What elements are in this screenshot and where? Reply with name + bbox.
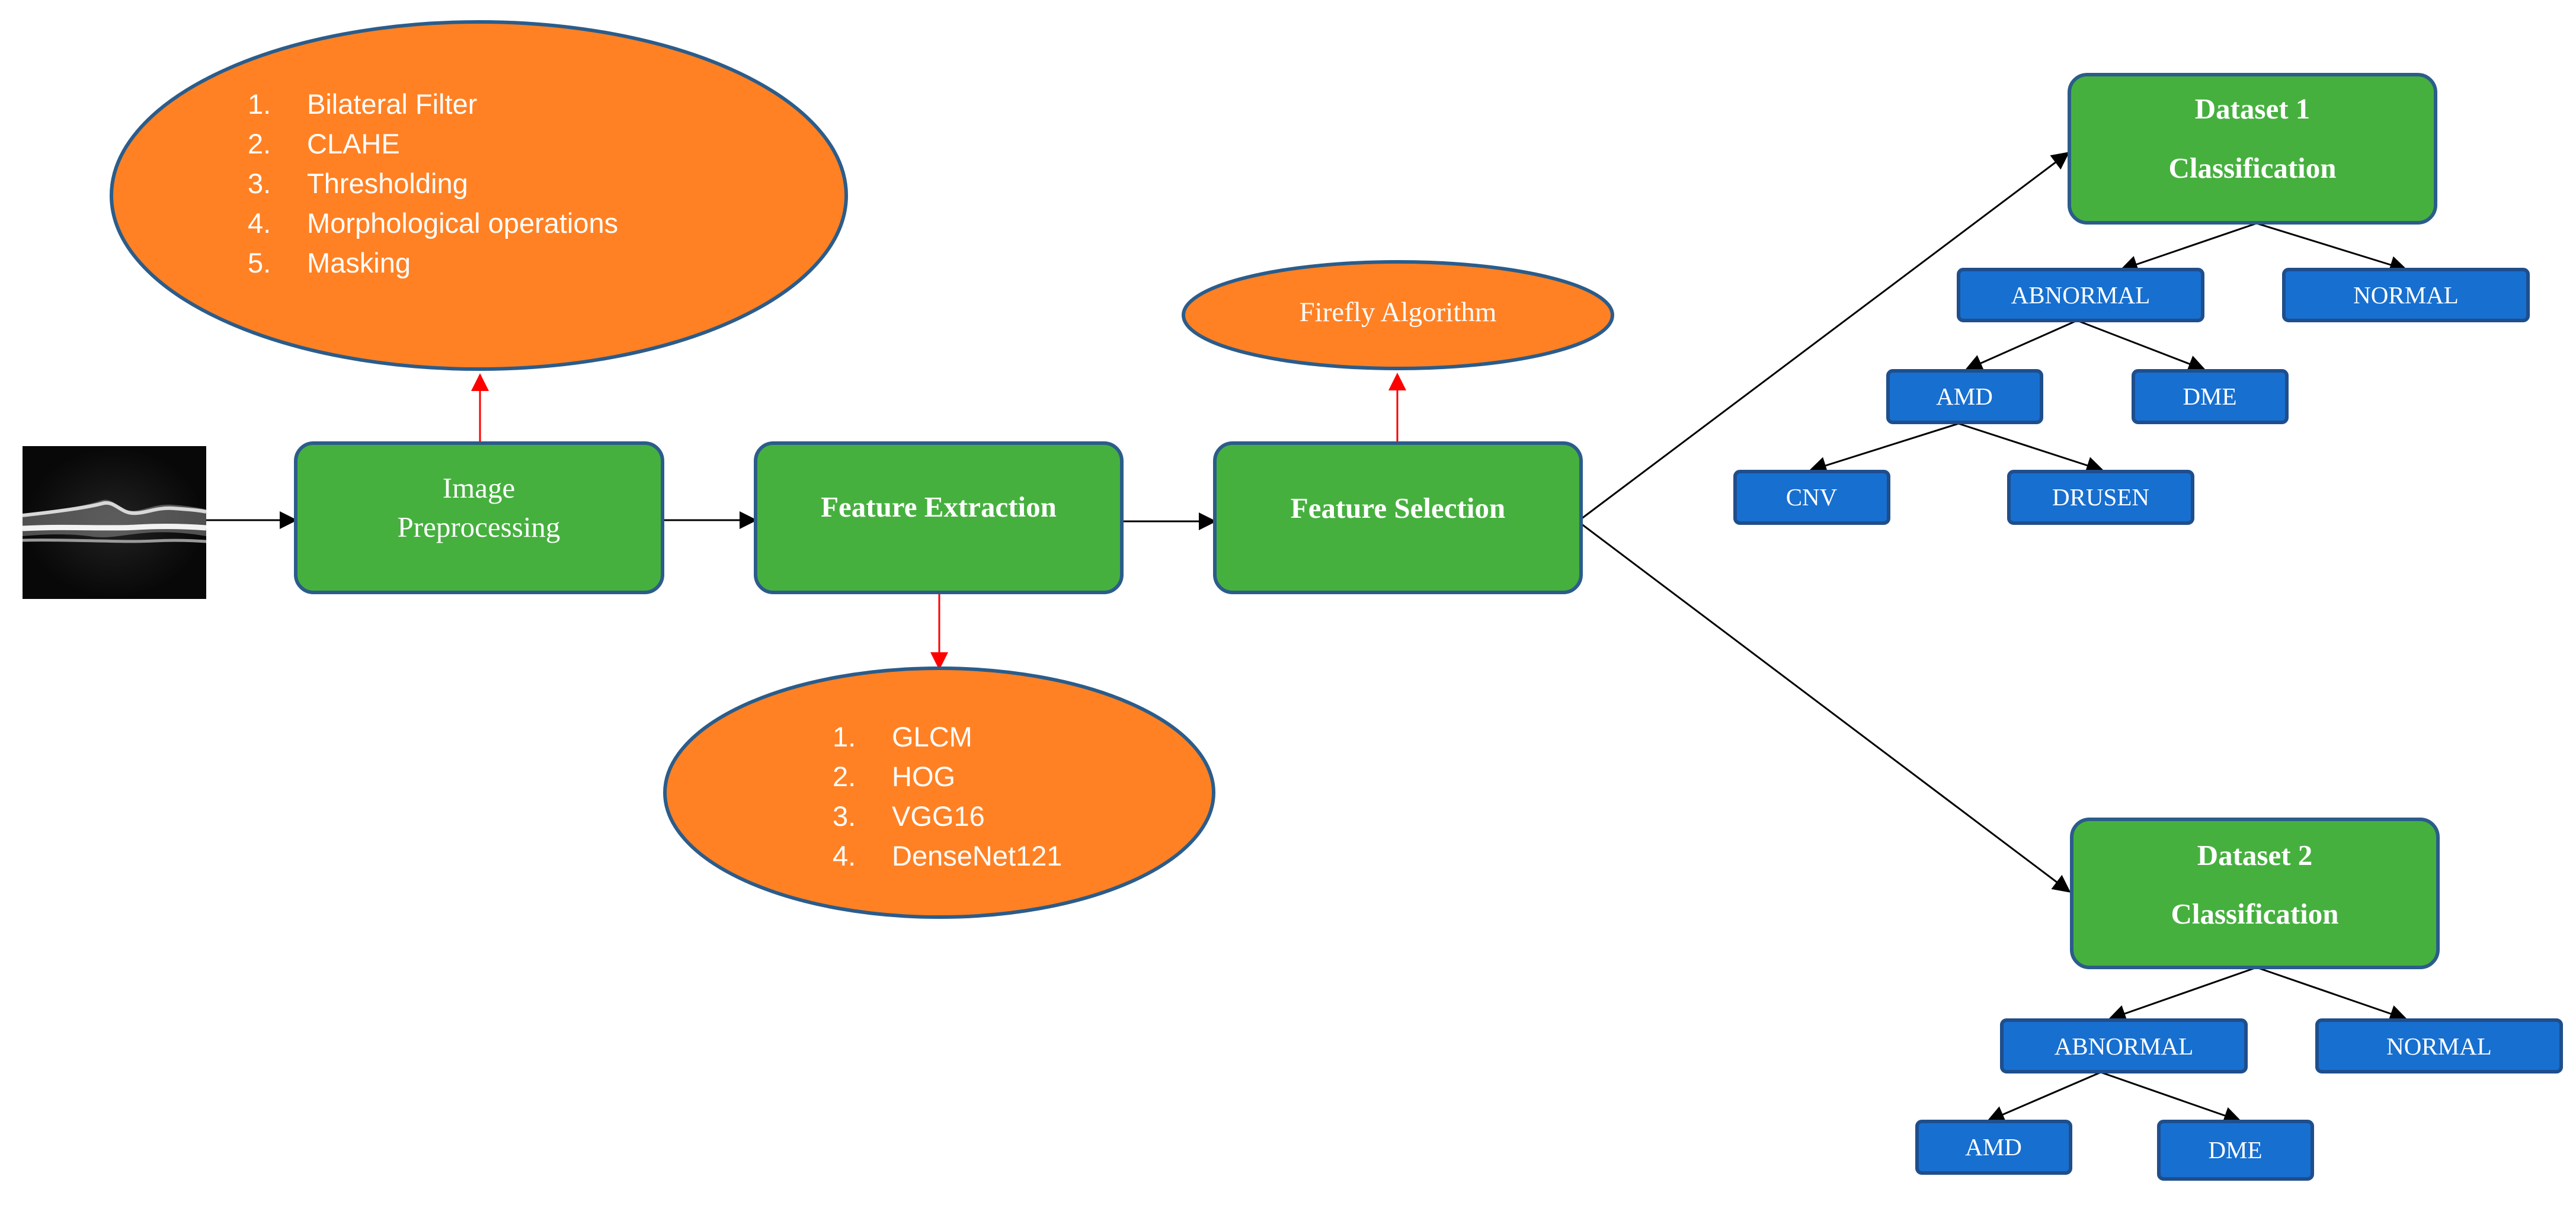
firefly-algorithm-ellipse: Firefly Algorithm [1182,260,1614,370]
feature-selection-box: Feature Selection [1213,441,1583,594]
dataset1-abnormal-label: ABNORMAL [2011,281,2151,309]
dataset1-amd-label: AMD [1936,383,1993,410]
image-preprocessing-box: Image Preprocessing [294,441,664,594]
dataset2-subtitle: Classification [2171,898,2338,930]
dataset2-normal-label: NORMAL [2386,1033,2492,1060]
feature-selection-title: Feature Selection [1291,492,1505,524]
dataset1-drusen-label: DRUSEN [2052,483,2149,511]
extraction-method-num-2: 2. [833,761,856,792]
dataset2-abnormal-label: ABNORMAL [2055,1033,2194,1060]
dataset1-dme-label: DME [2183,383,2236,410]
preprocessing-method-num-2: 2. [248,128,271,159]
dataset1-cnv-node: CNV [1733,470,1890,525]
preprocessing-methods-ellipse: 1. Bilateral Filter 2. CLAHE 3. Threshol… [110,20,848,371]
extraction-method-num-4: 4. [833,840,856,871]
dataset2-dme-node: DME [2157,1120,2314,1181]
dataset2-amd-label: AMD [1965,1133,2022,1161]
firefly-algorithm-label: Firefly Algorithm [1300,297,1497,328]
dataset1-drusen-node: DRUSEN [2007,470,2194,525]
extraction-method-4: DenseNet121 [892,840,1062,871]
connectors [206,152,2408,1124]
preprocessing-method-num-5: 5. [248,247,271,278]
image-preprocessing-title-line1: Image [443,472,515,504]
dataset1-amd-node: AMD [1886,369,2043,424]
feature-extraction-box: Feature Extraction [754,441,1124,594]
extraction-methods-ellipse: 1. GLCM 2. HOG 3. VGG16 4. DenseNet121 [663,666,1215,919]
dataset2-amd-node: AMD [1915,1120,2072,1175]
preprocessing-method-4: Morphological operations [307,207,618,239]
arrow-selection-to-dataset1 [1580,152,2070,520]
dataset1-normal-label: NORMAL [2353,281,2459,309]
dataset1-normal-node: NORMAL [2282,268,2530,322]
dataset2-abnormal-node: ABNORMAL [2000,1018,2248,1073]
dataset1-abnormal-node: ABNORMAL [1957,268,2204,322]
preprocessing-method-1: Bilateral Filter [307,88,477,120]
extraction-method-3: VGG16 [892,800,985,832]
image-preprocessing-title-line2: Preprocessing [398,511,561,543]
dataset1-title: Dataset 1 [2195,92,2311,125]
dataset2-classification-box: Dataset 2 Classification [2070,818,2440,969]
preprocessing-method-num-3: 3. [248,168,271,199]
dataset1-classification-box: Dataset 1 Classification [2068,73,2437,225]
oct-input-image [22,446,207,599]
dataset2-normal-node: NORMAL [2315,1018,2563,1073]
dataset1-dme-node: DME [2132,369,2289,424]
extraction-method-num-1: 1. [833,721,856,752]
arrow-selection-to-dataset2 [1580,523,2071,893]
dataset1-subtitle: Classification [2168,152,2336,184]
dataset1-cnv-label: CNV [1786,483,1838,511]
extraction-method-2: HOG [892,761,955,792]
dataset2-dme-label: DME [2208,1136,2262,1164]
extraction-method-num-3: 3. [833,800,856,832]
extraction-method-1: GLCM [892,721,972,752]
preprocessing-method-2: CLAHE [307,128,400,159]
preprocessing-method-3: Thresholding [307,168,468,199]
dataset2-title: Dataset 2 [2197,839,2313,871]
preprocessing-method-num-4: 4. [248,207,271,239]
preprocessing-method-5: Masking [307,247,411,278]
preprocessing-method-num-1: 1. [248,88,271,120]
feature-extraction-title: Feature Extraction [821,491,1057,523]
